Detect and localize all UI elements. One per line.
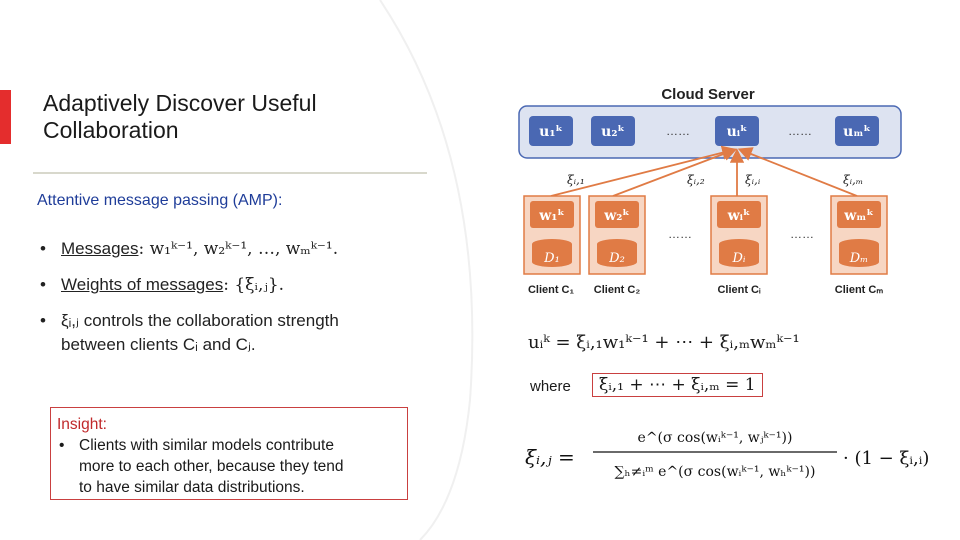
arrow-2 xyxy=(612,147,738,197)
client-i: wᵢᵏ Dᵢ Client Cᵢ xyxy=(710,195,768,296)
weights-math: : {ξᵢ,ⱼ}. xyxy=(223,275,285,295)
client-model xyxy=(530,201,574,228)
server-ellipsis: …… xyxy=(788,124,812,138)
server-node-label: uᵢᵏ xyxy=(727,124,748,140)
xi-line1: ξᵢ,ⱼ controls the collaboration strength xyxy=(61,311,339,330)
edge-label: ξᵢ,₁ xyxy=(567,173,585,187)
server-node-label: u₂ᵏ xyxy=(601,124,625,140)
insight-box: Insight: • Clients with similar models c… xyxy=(50,407,408,500)
title-divider xyxy=(33,172,427,174)
edge-labels: ξᵢ,₁ ξᵢ,₂ ξᵢ,ᵢ ξᵢ,ₘ xyxy=(567,173,863,187)
server-node xyxy=(529,116,573,146)
xi-tail: · (1 − ξᵢ,ᵢ) xyxy=(843,448,929,469)
slide-title: Adaptively Discover Useful Collaboration xyxy=(43,90,317,143)
insight-item: • Clients with similar models contribute… xyxy=(57,435,407,498)
bullet-dot: • xyxy=(59,437,65,454)
architecture-diagram: Cloud Server u₁ᵏ u₂ᵏ …… uᵢᵏ …… uₘᵏ ξᵢ,₁ … xyxy=(518,86,902,296)
message-arrows xyxy=(550,145,858,197)
insight-line1: Clients with similar models contribute xyxy=(79,437,334,454)
messages-math: : w₁ᵏ⁻¹, w₂ᵏ⁻¹, …, wₘᵏ⁻¹. xyxy=(138,239,339,259)
server-node xyxy=(715,116,759,146)
client-label: Client C₂ xyxy=(594,284,641,296)
bullet-list: • Messages: w₁ᵏ⁻¹, w₂ᵏ⁻¹, …, wₘᵏ⁻¹. • We… xyxy=(40,237,440,357)
xi-denominator: ∑ₕ≠ᵢᵐ e^(σ cos(wᵢᵏ⁻¹, wₕᵏ⁻¹)) xyxy=(615,464,816,480)
where-label: where xyxy=(530,378,571,395)
xi-line2: between clients Cᵢ and Cⱼ. xyxy=(61,335,256,354)
client-model-label: w₂ᵏ xyxy=(603,208,630,224)
bullet-dot: • xyxy=(40,311,46,330)
client-model xyxy=(837,201,881,228)
database-icon xyxy=(532,239,572,267)
slide-subtitle: Attentive message passing (AMP): xyxy=(37,192,283,209)
server-node xyxy=(835,116,879,146)
bullet-messages: • Messages: w₁ᵏ⁻¹, w₂ᵏ⁻¹, …, wₘᵏ⁻¹. xyxy=(40,237,440,261)
update-equation: uᵢᵏ = ξᵢ,₁w₁ᵏ⁻¹ + ⋯ + ξᵢ,ₘwₘᵏ⁻¹ xyxy=(528,332,800,353)
client-label: Client C₁ xyxy=(528,284,575,296)
xi-lhs: ξᵢ,ⱼ = xyxy=(525,445,575,469)
insight-line2: more to each other, because they tend xyxy=(79,458,344,475)
database-icon xyxy=(839,239,879,267)
client-model-label: w₁ᵏ xyxy=(538,208,565,224)
constraint-box: ξᵢ,₁ + ⋯ + ξᵢ,ₘ = 1 xyxy=(592,373,763,397)
clients: w₁ᵏ D₁ Client C₁ w₂ᵏ D₂ Client C₂ …… wᵢᵏ… xyxy=(523,195,888,296)
xi-equation: ξᵢ,ⱼ = e^(σ cos(wᵢᵏ⁻¹, wⱼᵏ⁻¹)) ∑ₕ≠ᵢᵐ e^(… xyxy=(525,430,929,480)
bullet-weights: • Weights of messages: {ξᵢ,ⱼ}. xyxy=(40,273,440,297)
client-ellipsis: …… xyxy=(668,227,692,241)
bullet-dot: • xyxy=(40,239,46,258)
client-label: Client Cᵢ xyxy=(717,284,761,296)
bullet-dot: • xyxy=(40,275,46,294)
xi-numerator: e^(σ cos(wᵢᵏ⁻¹, wⱼᵏ⁻¹)) xyxy=(638,430,793,446)
client-1: w₁ᵏ D₁ Client C₁ xyxy=(523,195,581,296)
bullet-xi: • ξᵢ,ⱼ controls the collaboration streng… xyxy=(40,309,440,357)
server-ellipsis: …… xyxy=(666,124,690,138)
weights-label: Weights of messages xyxy=(61,275,224,294)
client-model xyxy=(717,201,761,228)
server-node xyxy=(591,116,635,146)
edge-label: ξᵢ,₂ xyxy=(687,173,705,187)
client-ellipsis: …… xyxy=(790,227,814,241)
edge-label: ξᵢ,ᵢ xyxy=(745,173,761,187)
arrow-1 xyxy=(550,145,737,197)
client-data-label: Dᵢ xyxy=(731,251,745,266)
database-icon xyxy=(597,239,637,267)
client-data-label: D₂ xyxy=(608,251,625,266)
client-data-label: Dₘ xyxy=(849,251,868,266)
database-icon xyxy=(719,239,759,267)
client-model-label: wᵢᵏ xyxy=(727,208,751,224)
client-2: w₂ᵏ D₂ Client C₂ xyxy=(588,195,646,296)
client-label: Client Cₘ xyxy=(835,284,884,296)
server-node-label: uₘᵏ xyxy=(843,124,871,140)
messages-label: Messages xyxy=(61,239,139,258)
client-model xyxy=(595,201,639,228)
accent-bar xyxy=(0,90,11,144)
client-m: wₘᵏ Dₘ Client Cₘ xyxy=(830,195,888,296)
insight-line3: to have similar data distributions. xyxy=(79,479,305,496)
arrow-m xyxy=(737,147,858,197)
client-data-label: D₁ xyxy=(543,251,560,266)
server-label: Cloud Server xyxy=(661,86,755,103)
server-nodes: u₁ᵏ u₂ᵏ …… uᵢᵏ …… uₘᵏ xyxy=(529,116,879,146)
insight-heading: Insight: xyxy=(57,416,107,433)
server-node-label: u₁ᵏ xyxy=(539,124,563,140)
edge-label: ξᵢ,ₘ xyxy=(843,173,863,187)
client-model-label: wₘᵏ xyxy=(843,208,874,224)
